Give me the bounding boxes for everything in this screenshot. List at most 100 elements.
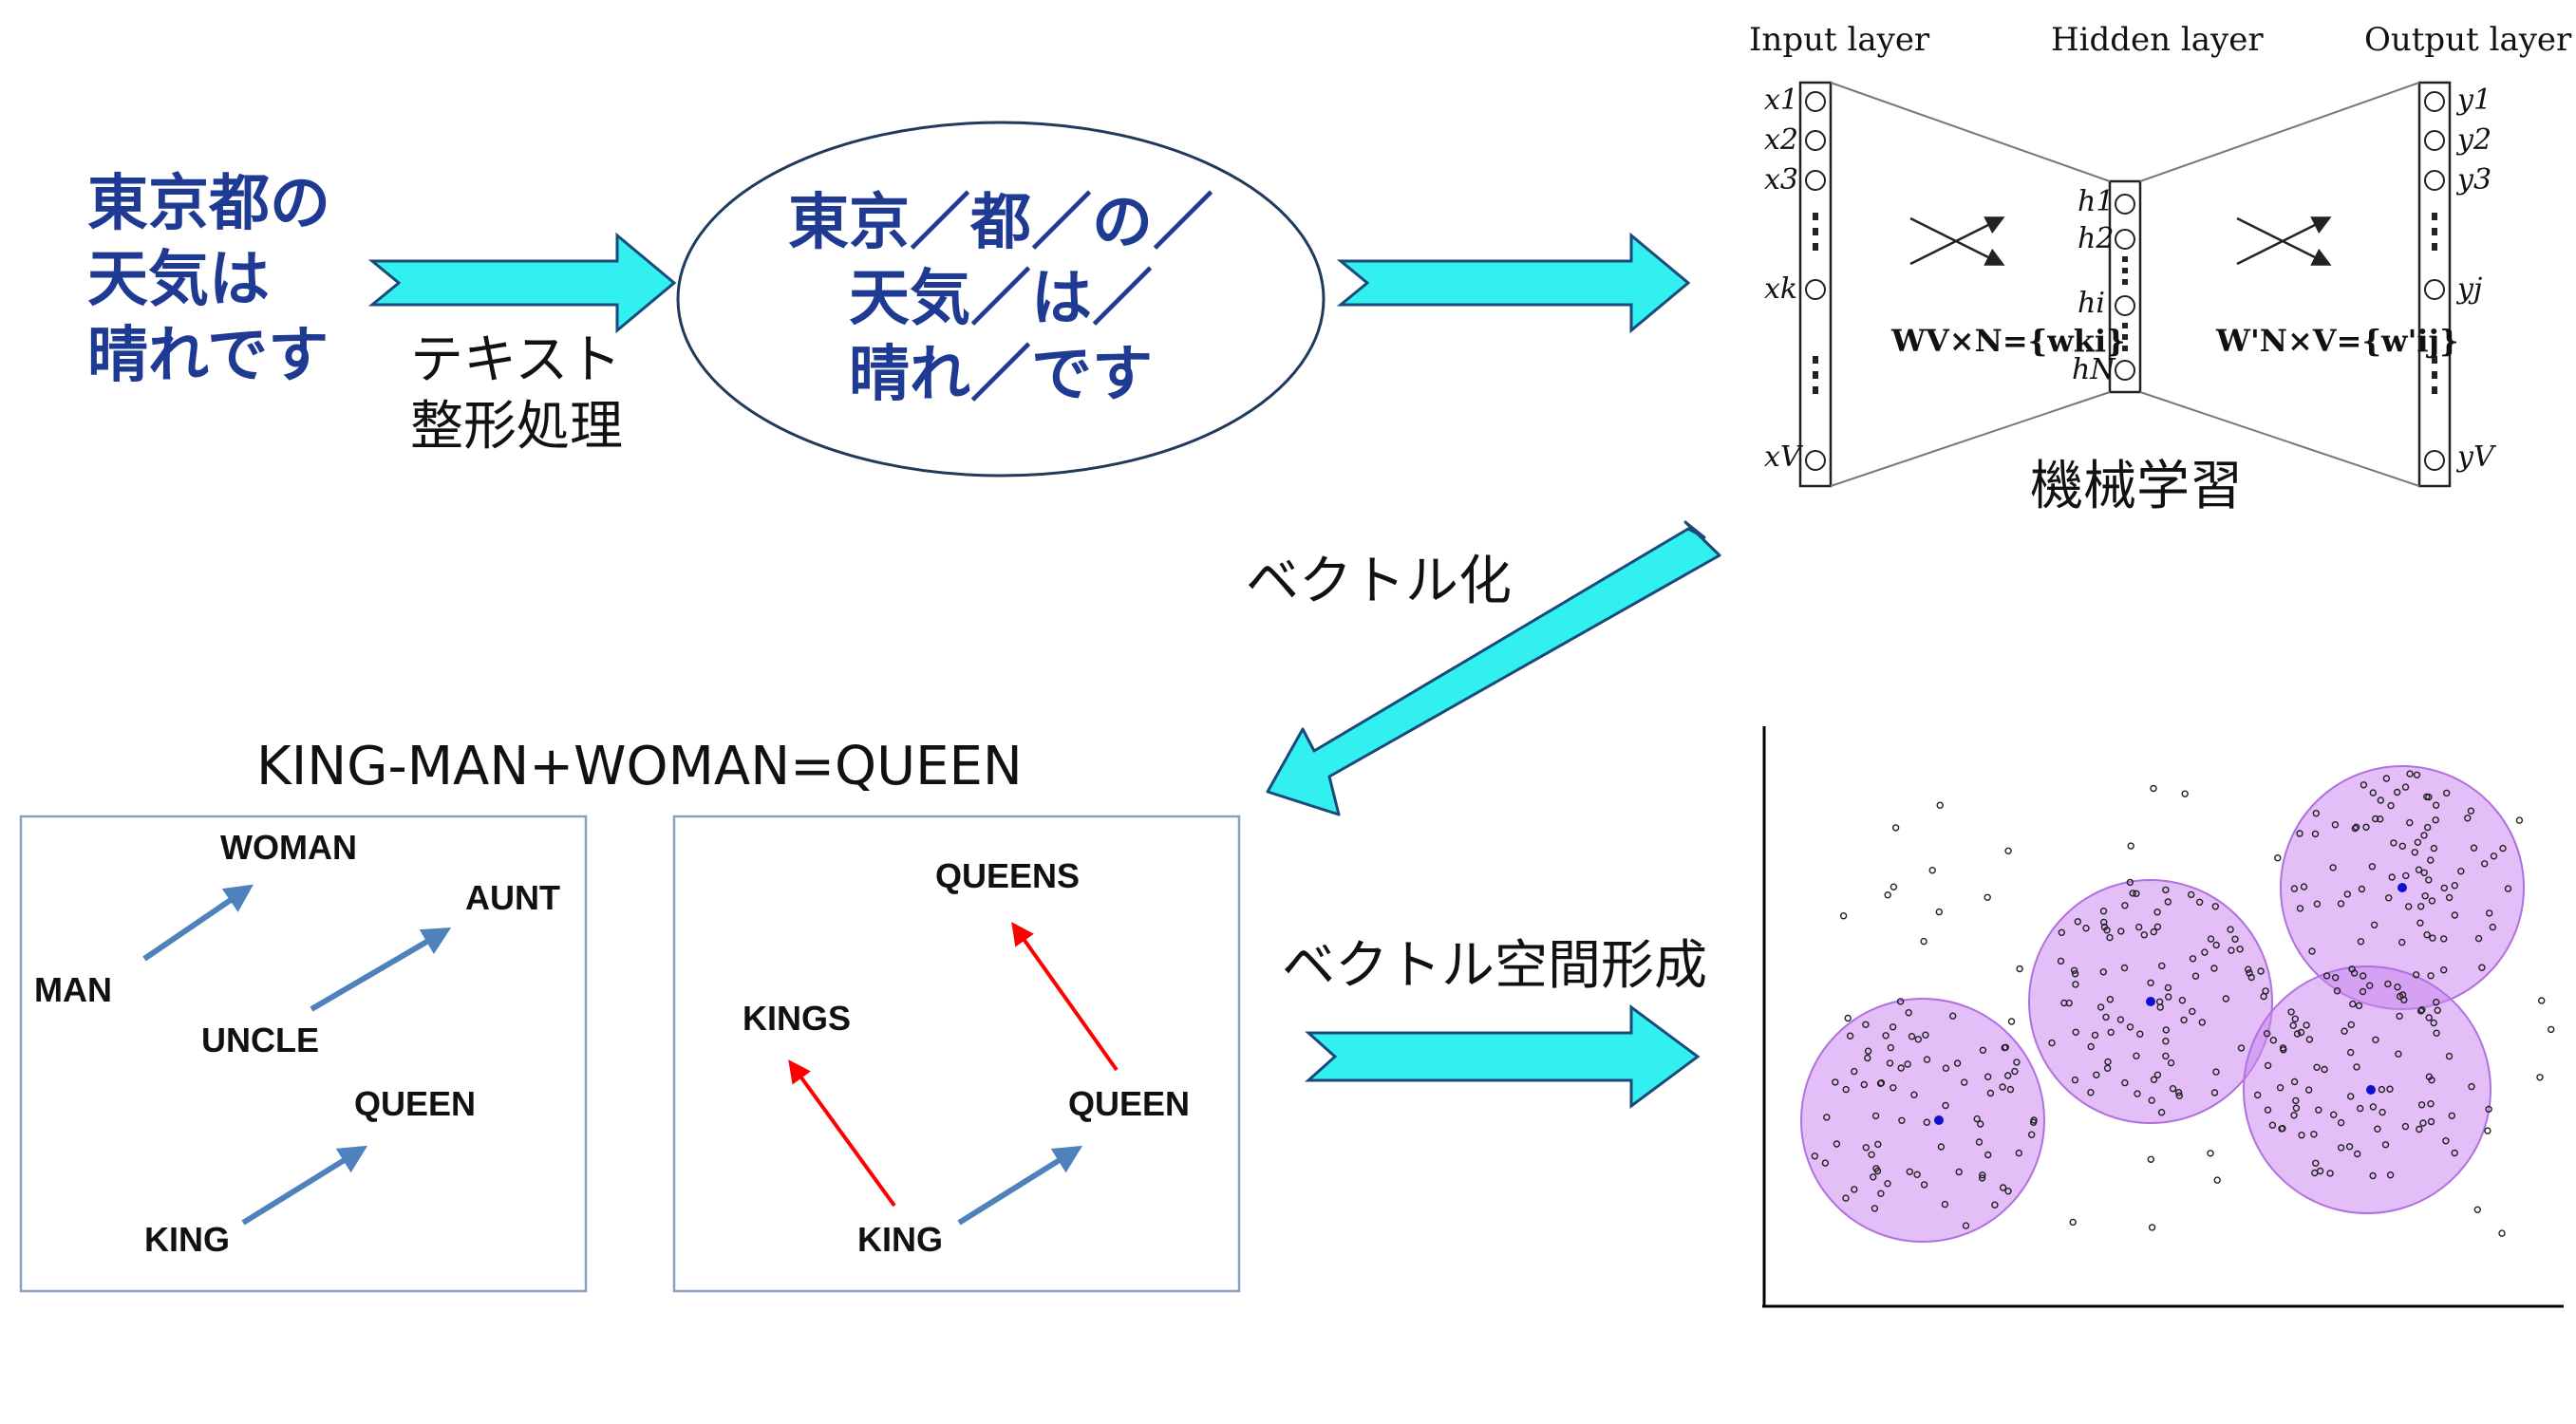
scatter-point xyxy=(2298,1131,2305,1139)
scatter-point xyxy=(2071,1076,2079,1084)
scatter-point xyxy=(2292,1096,2300,1105)
scatter-point xyxy=(2498,1229,2506,1237)
scatter-point xyxy=(2310,1131,2318,1138)
scatter-point xyxy=(2427,972,2435,980)
word-label: KING xyxy=(144,1220,230,1259)
scatter-point xyxy=(1882,1032,1890,1040)
word-label: KINGS xyxy=(743,999,852,1038)
output-node-label: y1 xyxy=(2457,84,2492,117)
scatter-point xyxy=(2368,863,2377,871)
scatter-point xyxy=(2140,931,2149,939)
scatter-point xyxy=(2091,1031,2099,1040)
scatter-point xyxy=(2395,1050,2402,1058)
scatter-point xyxy=(2457,868,2465,875)
scatter-point xyxy=(1896,998,1905,1005)
scatter-point xyxy=(1890,883,1898,890)
vectorize-label: ベクトル化 xyxy=(1246,551,1512,612)
scatter-point xyxy=(1862,1021,1870,1029)
scatter-point xyxy=(2210,1089,2219,1096)
word-label: MAN xyxy=(34,970,112,1009)
scatter-point xyxy=(2402,871,2410,880)
scatter-point xyxy=(2347,1021,2356,1029)
scatter-point xyxy=(1922,1031,1929,1039)
scatter-point xyxy=(2365,982,2374,989)
scatter-point xyxy=(1869,1173,1877,1181)
scatter-point xyxy=(2499,844,2507,853)
scatter-point xyxy=(1999,1184,2007,1191)
scatter-point xyxy=(1887,1043,1895,1052)
output-node-label: yj xyxy=(2457,272,2483,306)
scatter-point xyxy=(2303,1021,2310,1029)
scatter-point xyxy=(2072,1028,2079,1037)
scatter-point xyxy=(2126,1023,2134,1031)
scatter-point xyxy=(2353,1150,2361,1158)
scatter-point xyxy=(2370,921,2379,928)
scatter-point xyxy=(2393,788,2401,796)
word-label: AUNT xyxy=(465,878,560,917)
scatter-point xyxy=(2304,1086,2313,1094)
scatter-point xyxy=(2353,1063,2360,1071)
scatter-point xyxy=(2489,923,2497,931)
scatter-point xyxy=(1891,824,1900,832)
word-label: KING xyxy=(857,1220,943,1259)
scatter-point xyxy=(1860,1080,1869,1089)
scatter-point xyxy=(1973,1115,1981,1123)
scatter-point xyxy=(1897,1064,1905,1072)
input-node-label: xk xyxy=(1764,272,1798,306)
scatter-point xyxy=(2015,1149,2023,1157)
scatter-point xyxy=(2359,987,2367,996)
scatter-point xyxy=(1984,893,1991,901)
hidden-node-label: h2 xyxy=(2078,222,2115,255)
output-node-label: y3 xyxy=(2457,163,2492,197)
text-processing-label: テキスト 整形処理 xyxy=(410,329,623,458)
scatter-point xyxy=(2419,1119,2427,1127)
hidden-node-label: hi xyxy=(2078,287,2105,320)
scatter-point xyxy=(1923,1118,1931,1126)
scatter-point xyxy=(2359,972,2367,980)
scatter-point xyxy=(1873,1167,1882,1175)
machine-learning-label: 機械学習 xyxy=(2030,456,2243,517)
scatter-point xyxy=(2175,1092,2184,1099)
scatter-point xyxy=(2421,892,2429,900)
source-line: 晴れです xyxy=(87,321,329,391)
flow-arrow-vectorize xyxy=(1266,520,1721,816)
scatter-point xyxy=(2362,823,2370,831)
scatter-point xyxy=(1975,1138,1984,1146)
word-label: QUEENS xyxy=(935,856,1081,895)
scatter-point xyxy=(2057,957,2065,965)
token-text: 東京／都／の／ 天気／は／ 晴れ／です xyxy=(670,185,1331,413)
scatter-point xyxy=(2448,1112,2456,1120)
scatter-point xyxy=(2398,842,2407,850)
scatter-point xyxy=(2287,1008,2295,1016)
scatter-point xyxy=(2427,1117,2435,1126)
scatter-point xyxy=(1991,1201,1999,1209)
scatter-point xyxy=(2003,1072,2012,1079)
scatter-point xyxy=(1942,1101,1949,1110)
scatter-point xyxy=(2162,1026,2171,1034)
scatter-point xyxy=(2082,925,2090,932)
scatter-point xyxy=(2515,816,2524,824)
scatter-point xyxy=(2423,823,2432,832)
scatter-point xyxy=(1886,1059,1894,1067)
scatter-point xyxy=(2326,1170,2334,1177)
scatter-point xyxy=(2293,1030,2302,1038)
scatter-point xyxy=(2107,1028,2115,1037)
scatter-point xyxy=(2311,830,2320,838)
cluster-plot xyxy=(1762,726,2564,1308)
scatter-point xyxy=(2428,1077,2435,1084)
flow-arrow-4 xyxy=(1305,1004,1701,1109)
scatter-point xyxy=(2416,903,2425,910)
token-line: 東京／都／の／ xyxy=(788,188,1213,258)
analogy-panel-right xyxy=(672,815,1241,1293)
scatter-point xyxy=(2315,1106,2322,1114)
scatter-point xyxy=(2418,1005,2426,1014)
scatter-point xyxy=(2384,980,2392,988)
scatter-point xyxy=(2291,1015,2300,1023)
scatter-point xyxy=(2420,869,2428,876)
scatter-point xyxy=(2212,1068,2220,1076)
scatter-point xyxy=(2116,1016,2125,1023)
scatter-point xyxy=(2263,1029,2271,1038)
scatter-point xyxy=(2126,878,2134,887)
scatter-point xyxy=(2369,789,2378,796)
